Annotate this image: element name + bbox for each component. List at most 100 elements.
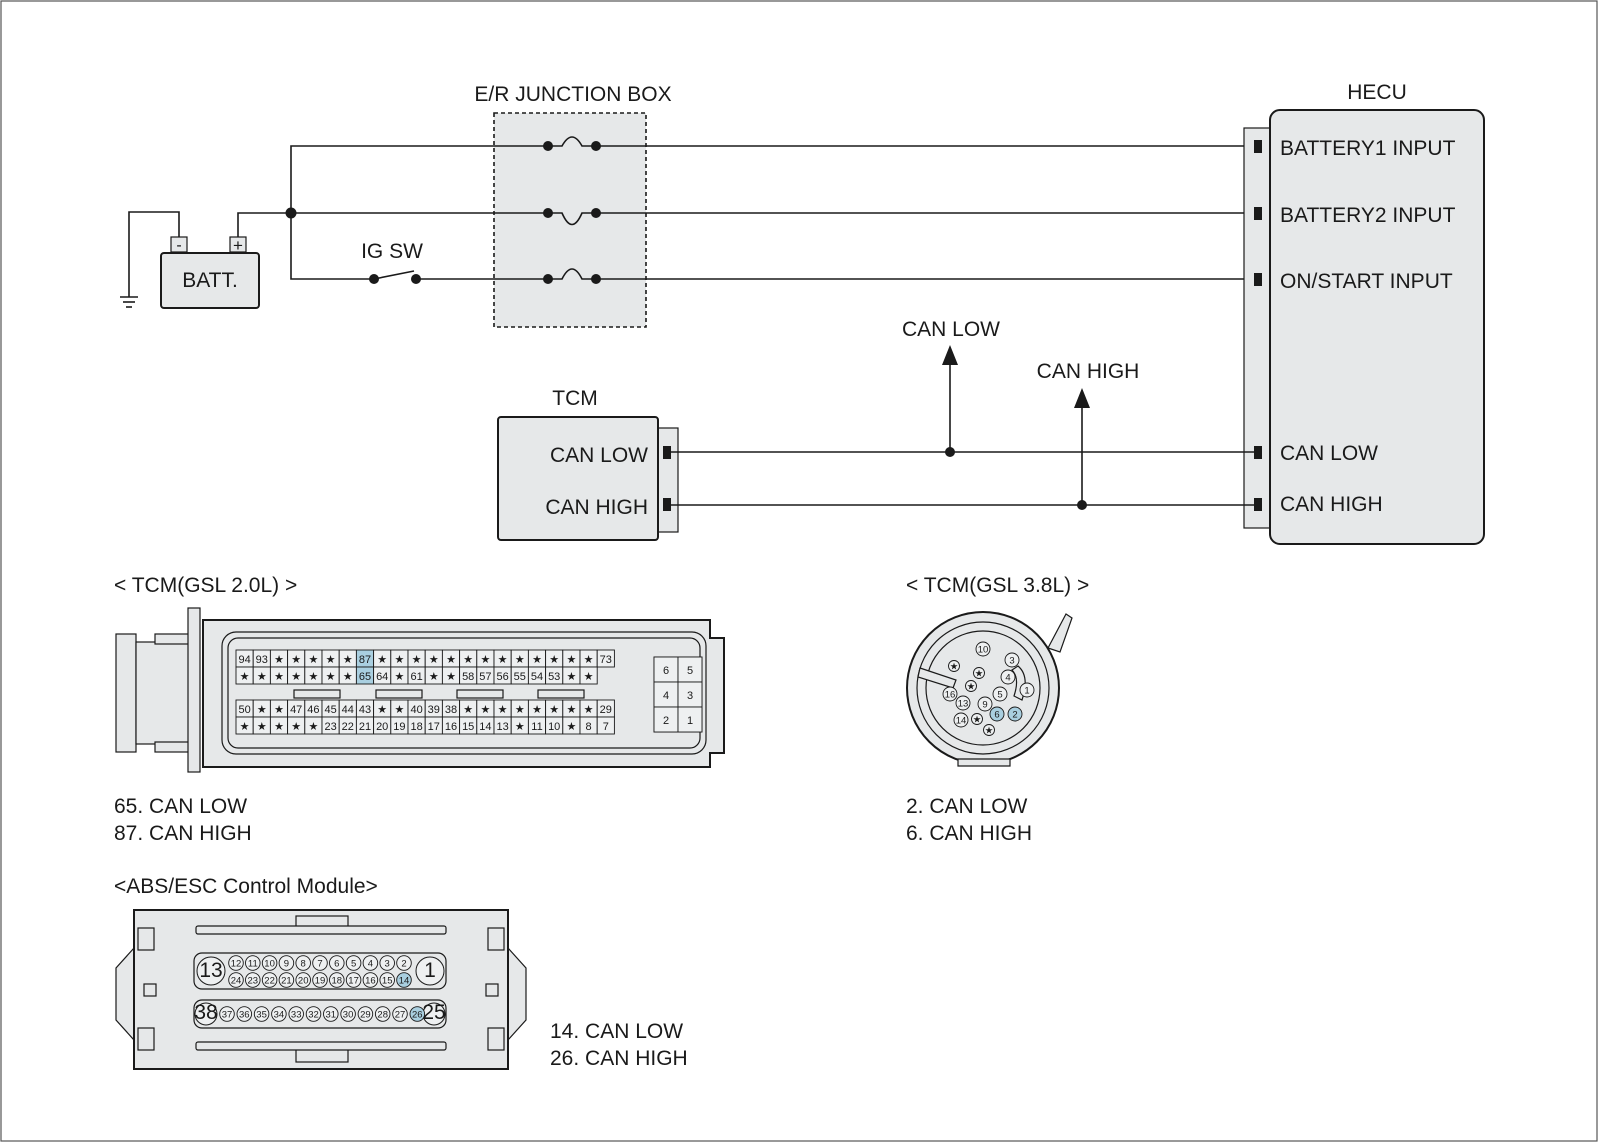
tcm-38-pin-label: 10	[978, 645, 989, 656]
tcm-20-pin-label: ★	[566, 704, 576, 716]
tcm-20-pin-label: 55	[514, 671, 526, 683]
abs-pin-row2	[312, 972, 328, 988]
tcm-38-pin-label: 16	[945, 690, 956, 701]
abs-pin-row2-label: 22	[264, 976, 275, 987]
tcm-38-pin-label: 13	[958, 699, 969, 710]
wire-battery-igsw	[290, 213, 372, 280]
tcm-20-pin-label: ★	[463, 654, 473, 666]
tcm-38-pin	[992, 686, 1008, 702]
tcm-20-pin-label: ★	[584, 654, 594, 666]
abs-large-pin-label: 38	[194, 1001, 217, 1024]
abs-pin-row1-label: 3	[385, 959, 390, 970]
battery-label: BATT.	[182, 269, 238, 292]
abs-pin-row3	[271, 1006, 287, 1022]
tcm-20-pin-label: ★	[274, 671, 284, 683]
tcm-20-pin-label: ★	[274, 654, 284, 666]
tcm-20-legend-1: 65. CAN LOW	[114, 795, 247, 818]
tcm-20-pin-label: 44	[342, 704, 354, 716]
abs-pin-row1	[228, 955, 244, 971]
abs-pin-row1-label: 4	[368, 959, 373, 970]
hecu-pin-battery2: BATTERY2 INPUT	[1280, 204, 1456, 227]
tcm-38-pin	[965, 680, 977, 692]
tcm-20-pin-label: 18	[410, 721, 422, 733]
tcm-20-pin-label: ★	[377, 654, 387, 666]
tcm-pin-can-low: CAN LOW	[550, 444, 648, 467]
tcm-38-pin	[973, 667, 985, 679]
abs-pin-row1	[312, 955, 328, 971]
tcm-38-pin	[975, 641, 991, 657]
abs-large-pin	[194, 1002, 218, 1026]
abs-pin-row2-label: 23	[248, 976, 259, 987]
hecu-pin-can-high: CAN HIGH	[1280, 493, 1383, 516]
ground-symbol	[120, 211, 180, 308]
tcm-38-pin	[953, 712, 969, 728]
abs-pin-row2	[329, 972, 345, 988]
tcm-20-pin-label: ★	[274, 704, 284, 716]
tcm-20-pin-label: 46	[307, 704, 319, 716]
tcm-38-pin	[989, 706, 1005, 722]
abs-large-pin	[196, 956, 226, 986]
tcm-20-pin-label: ★	[566, 721, 576, 733]
junction-box: E/R JUNCTION BOX	[474, 83, 672, 328]
abs-pin-row2	[362, 972, 379, 988]
tcm-20-pin-label: 16	[445, 721, 457, 733]
tcm-20-pin-label: 50	[238, 704, 250, 716]
tcm-20-side-pin-label: 2	[663, 715, 669, 727]
tcm-20-pin-label: 29	[600, 704, 612, 716]
tcm-20-pin-label: ★	[515, 721, 525, 733]
abs-pin-row3	[409, 1006, 426, 1022]
tcm-38-pin-label: 2	[1012, 710, 1017, 721]
tcm-20-pin-label: ★	[291, 671, 301, 683]
tcm-38-pin	[971, 713, 983, 725]
tcm-20-pin-label: 64	[376, 671, 388, 683]
tcm-20-pin-label: 22	[342, 721, 354, 733]
abs-pin-row3-label: 34	[274, 1010, 285, 1021]
battery: - + BATT.	[160, 236, 260, 309]
abs-pin-row3-label: 31	[326, 1010, 337, 1021]
ig-switch: IG SW	[361, 240, 548, 284]
tcm-20-pin-label: 58	[462, 671, 474, 683]
abs-pin-row2	[295, 972, 311, 988]
abs-pin-row1	[245, 955, 261, 971]
abs-pin-row3-label: 27	[395, 1010, 406, 1021]
battery-negative-label: -	[176, 237, 181, 254]
abs-pin-row3	[374, 1006, 391, 1022]
tcm-20-side-pin-cell	[677, 681, 703, 708]
tcm-38-pin	[955, 695, 971, 711]
tcm-20-pin-label: 38	[445, 704, 457, 716]
tcm-38-pin	[1007, 706, 1023, 722]
tcm-20-pin-label: ★	[377, 704, 387, 716]
tcm-20-pin-label: ★	[257, 704, 267, 716]
tcm-38-pin-label: 14	[956, 716, 967, 727]
tcm-38-pin	[977, 696, 993, 712]
tcm-38-pin-label: ★	[967, 682, 976, 693]
abs-pin-row1	[278, 955, 295, 971]
abs-pin-row2-label: 21	[281, 976, 292, 987]
abs-pin-row1-label: 10	[264, 959, 275, 970]
tcm-20-pin-label: ★	[498, 654, 508, 666]
abs-large-pin-label: 25	[422, 1001, 445, 1024]
tcm-20-pin-label: ★	[291, 654, 301, 666]
abs-pin-row3	[357, 1006, 374, 1022]
tcm-20-pin-label: ★	[515, 704, 525, 716]
tcm-20-title: < TCM(GSL 2.0L) >	[114, 574, 297, 597]
tcm-20-pin-label: ★	[240, 671, 250, 683]
abs-legend-1: 14. CAN LOW	[550, 1020, 683, 1043]
tcm-20-pin-label: ★	[308, 654, 318, 666]
tcm-pin-can-high: CAN HIGH	[545, 496, 648, 519]
abs-pin-row1-label: 5	[351, 959, 356, 970]
abs-pin-row3-label: 30	[343, 1010, 354, 1021]
abs-pin-row1	[295, 955, 311, 971]
tcm-20-pin-cell	[596, 649, 615, 668]
abs-pin-row2-label: 15	[382, 976, 393, 987]
abs-pin-row1-label: 7	[317, 959, 322, 970]
abs-pin-row2	[278, 972, 295, 988]
abs-pin-row3-label: 26	[412, 1010, 423, 1021]
abs-pin-row3-label: 35	[256, 1010, 267, 1021]
abs-pin-row1-label: 12	[231, 959, 242, 970]
tcm-20-pin-label: ★	[343, 671, 353, 683]
abs-pin-row1-label: 8	[301, 959, 306, 970]
abs-pin-row2-label: 20	[298, 976, 309, 987]
